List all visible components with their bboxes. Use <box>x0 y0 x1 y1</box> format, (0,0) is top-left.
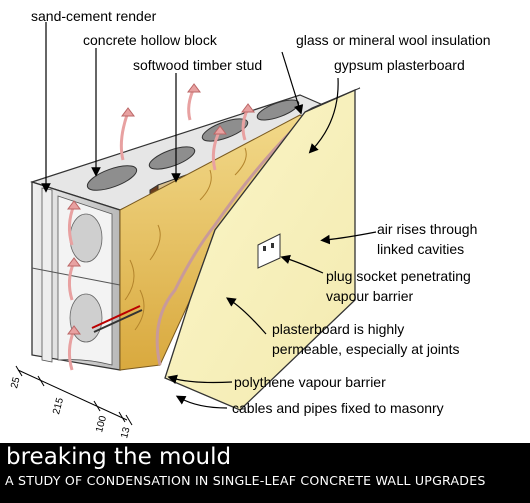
dim-label-13: 13 <box>119 426 133 440</box>
label-cables-and-pipes: cables and pipes fixed to masonry <box>232 400 444 416</box>
dim-label-100: 100 <box>94 414 109 433</box>
polythene-vapour-barrier <box>155 113 310 366</box>
label-softwood-timber-stud: softwood timber stud <box>133 57 263 73</box>
dimension-line <box>15 365 133 426</box>
label-plasterboard-permeable-line1: plasterboard is highly <box>272 321 405 337</box>
label-sand-cement-render: sand-cement render <box>31 8 157 24</box>
block-top-surface <box>30 94 332 211</box>
dim-label-25: 25 <box>9 376 23 390</box>
concrete-hollow-block-end <box>31 181 121 371</box>
label-concrete-hollow-block: concrete hollow block <box>83 32 217 48</box>
label-air-rises-line2: linked cavities <box>377 241 465 257</box>
label-gypsum-plasterboard: gypsum plasterboard <box>334 57 465 73</box>
label-plug-socket-line1: plug socket penetrating <box>326 268 471 284</box>
dim-label-215: 215 <box>51 396 66 415</box>
airflow-arrow-heads <box>67 83 255 335</box>
plug-socket <box>257 233 281 269</box>
label-polythene-vapour-barrier: polythene vapour barrier <box>234 374 386 390</box>
cables-and-pipes <box>91 305 143 333</box>
leader-lines <box>41 22 377 409</box>
caption-bar: breaking the mould A STUDY OF CONDENSATI… <box>0 443 530 503</box>
label-plug-socket-line2: vapour barrier <box>326 288 414 304</box>
caption-subtitle: A STUDY OF CONDENSATION IN SINGLE-LEAF C… <box>5 473 486 488</box>
label-insulation: glass or mineral wool insulation <box>296 32 491 48</box>
caption-title: breaking the mould <box>6 444 232 470</box>
label-plasterboard-permeable-line2: permeable, especially at joints <box>272 341 460 357</box>
label-air-rises-line1: air rises through <box>377 221 478 237</box>
